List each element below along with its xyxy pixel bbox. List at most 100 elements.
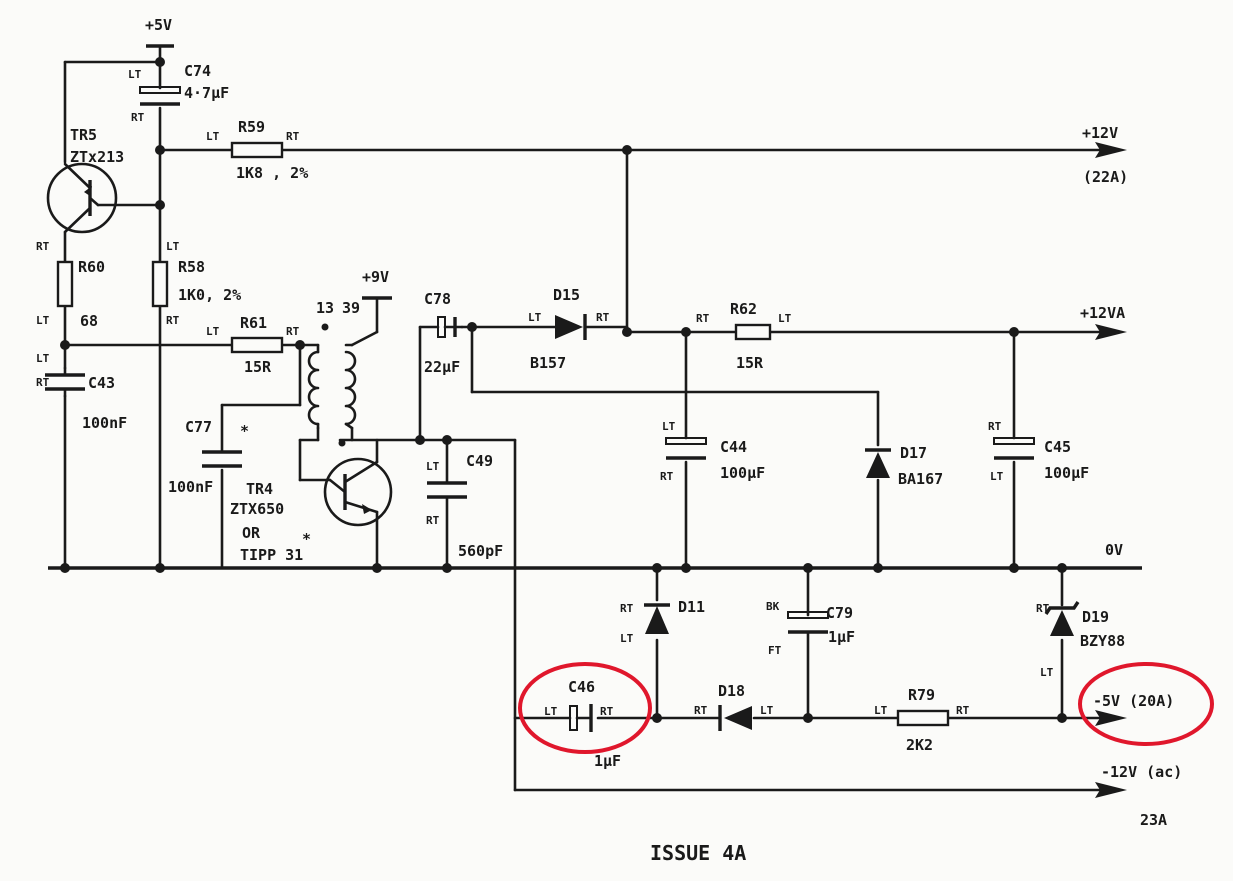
pin-label: RT bbox=[620, 602, 634, 615]
pin-label: LT bbox=[662, 420, 676, 433]
r62-ref: R62 bbox=[730, 300, 757, 318]
pin-label: LT bbox=[778, 312, 792, 325]
d19-ref: D19 bbox=[1082, 608, 1109, 626]
r79-resistor bbox=[896, 709, 950, 727]
pin-label: LT bbox=[620, 632, 634, 645]
c79-value: 1μF bbox=[828, 628, 855, 646]
c49-ref: C49 bbox=[466, 452, 493, 470]
junction-dots bbox=[60, 57, 1067, 723]
r60-ref: R60 bbox=[78, 258, 105, 276]
d17-ref: D17 bbox=[900, 444, 927, 462]
c74-value: 4·7μF bbox=[184, 84, 229, 102]
pin-label: RT bbox=[166, 314, 180, 327]
minus12v-label: -12V (ac) bbox=[1101, 763, 1182, 781]
c78-value: 22μF bbox=[424, 358, 460, 376]
c77-capacitor bbox=[202, 450, 242, 468]
pin-label: LT bbox=[36, 314, 50, 327]
r58-ref: R58 bbox=[178, 258, 205, 276]
r79-value: 2K2 bbox=[906, 736, 933, 754]
issue-title: ISSUE 4A bbox=[650, 841, 746, 865]
pin-label: RT bbox=[660, 470, 674, 483]
tr4-value: ZTX650 bbox=[230, 500, 284, 518]
pin-label: LT bbox=[36, 352, 50, 365]
r60-resistor bbox=[56, 260, 74, 308]
pin-label: LT bbox=[874, 704, 888, 717]
d15-value: B157 bbox=[530, 354, 566, 372]
pin-label: LT bbox=[544, 705, 558, 718]
r59-resistor bbox=[230, 141, 284, 159]
pin-label: LT bbox=[760, 704, 774, 717]
highlight-minus5v bbox=[1078, 662, 1214, 746]
pin-label: RT bbox=[600, 705, 614, 718]
c43-capacitor bbox=[45, 366, 85, 398]
c79-capacitor bbox=[787, 611, 829, 634]
tr5-transistor bbox=[46, 162, 118, 234]
r62-value: 15R bbox=[736, 354, 764, 372]
pin-label: RT bbox=[36, 240, 50, 253]
d17-diode bbox=[865, 448, 891, 478]
pin-label: RT bbox=[1036, 602, 1050, 615]
pin-label: RT bbox=[988, 420, 1002, 433]
d11-diode bbox=[644, 603, 670, 634]
c46-ref: C46 bbox=[568, 678, 595, 696]
c45-ref: C45 bbox=[1044, 438, 1071, 456]
d18-ref: D18 bbox=[718, 682, 745, 700]
pin-label: RT bbox=[696, 312, 710, 325]
c49-value: 560pF bbox=[458, 542, 503, 560]
output-arrows bbox=[1095, 142, 1127, 798]
pin-label: RT bbox=[131, 111, 145, 124]
tr4-ref: TR4 bbox=[246, 480, 273, 498]
zero-volt-label: 0V bbox=[1105, 541, 1123, 559]
d11-ref: D11 bbox=[678, 598, 705, 616]
r62-resistor bbox=[734, 323, 772, 341]
pin-label: RT bbox=[956, 704, 970, 717]
r59-value: 1K8 , 2% bbox=[236, 164, 308, 182]
d19-value: BZY88 bbox=[1080, 632, 1125, 650]
pin-label: LT bbox=[990, 470, 1004, 483]
pin-label: RT bbox=[596, 311, 610, 324]
c44-ref: C44 bbox=[720, 438, 747, 456]
pin-label: RT bbox=[36, 376, 50, 389]
highlight-c46 bbox=[518, 662, 652, 754]
tr4-mark: * bbox=[302, 530, 311, 548]
c77-ref: C77 bbox=[185, 418, 212, 436]
c78-ref: C78 bbox=[424, 290, 451, 308]
c78-capacitor bbox=[437, 316, 464, 338]
d15-ref: D15 bbox=[553, 286, 580, 304]
pin-label: LT bbox=[426, 460, 440, 473]
plus12va-label: +12VA bbox=[1080, 304, 1125, 322]
r61-value: 15R bbox=[244, 358, 272, 376]
pin-label: BK bbox=[766, 600, 780, 613]
c45-capacitor bbox=[993, 437, 1035, 460]
c46-capacitor bbox=[569, 704, 593, 732]
c45-value: 100μF bbox=[1044, 464, 1089, 482]
transformer-pin-39: 39 bbox=[342, 299, 360, 317]
r59-ref: R59 bbox=[238, 118, 265, 136]
d18-diode bbox=[718, 705, 752, 731]
pin-label: LT bbox=[206, 325, 220, 338]
c77-mark: * bbox=[240, 422, 249, 440]
r79-ref: R79 bbox=[908, 686, 935, 704]
transformer-pin-13: 13 bbox=[316, 299, 334, 317]
minus5v-label: -5V (20A) bbox=[1093, 692, 1174, 710]
pin-label: LT bbox=[528, 311, 542, 324]
plus12v-ref-label: (22A) bbox=[1083, 168, 1128, 186]
tr4-transistor bbox=[323, 457, 393, 527]
r58-resistor bbox=[151, 260, 169, 308]
r60-value: 68 bbox=[80, 312, 98, 330]
minus12v-ref-label: 23A bbox=[1140, 811, 1167, 829]
tr4-alt-sep: OR bbox=[242, 524, 261, 542]
c46-value: 1μF bbox=[594, 752, 621, 770]
d15-diode bbox=[555, 314, 587, 340]
supply-terminals bbox=[146, 44, 392, 300]
c79-ref: C79 bbox=[826, 604, 853, 622]
pin-label: RT bbox=[426, 514, 440, 527]
tr4-alt: TIPP 31 bbox=[240, 546, 303, 564]
c44-value: 100μF bbox=[720, 464, 765, 482]
r61-ref: R61 bbox=[240, 314, 267, 332]
pin-label: LT bbox=[128, 68, 142, 81]
pin-label: RT bbox=[694, 704, 708, 717]
r61-resistor bbox=[230, 336, 284, 354]
